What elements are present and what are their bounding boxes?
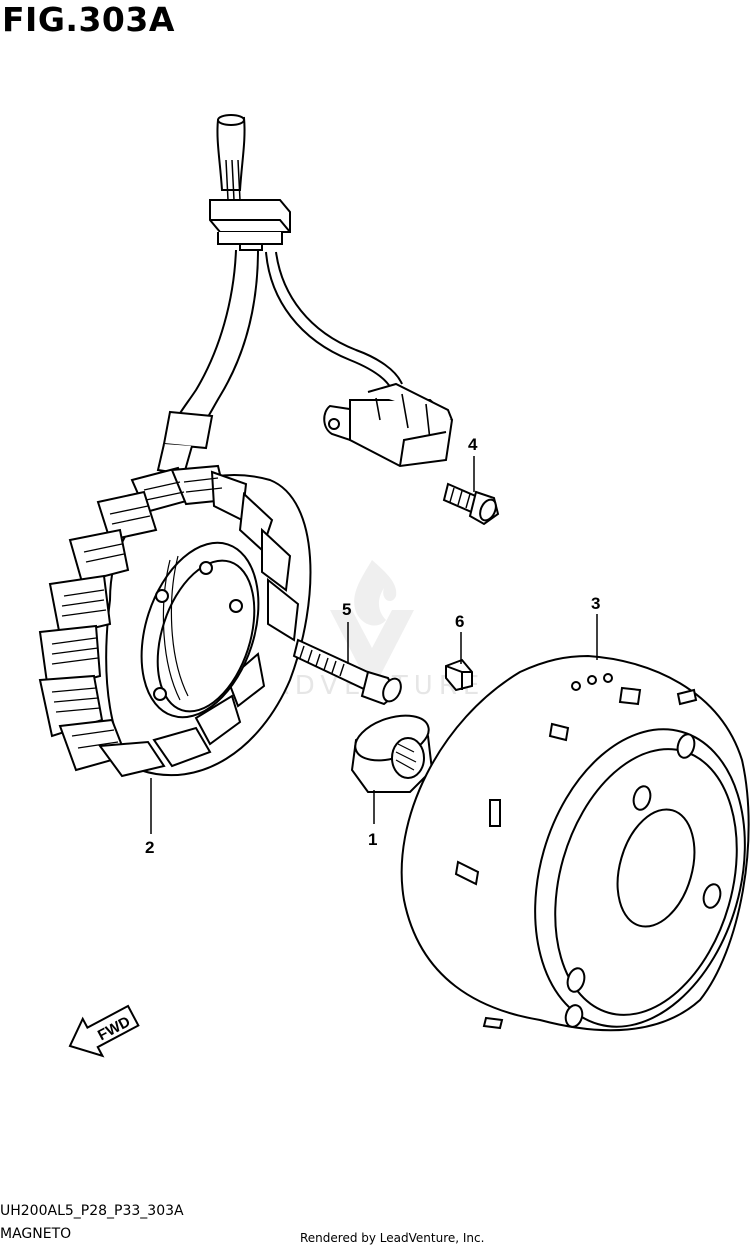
figure-code: UH200AL5_P28_P33_303A <box>0 1203 184 1219</box>
figure-name: MAGNETO <box>0 1226 72 1242</box>
stator <box>38 464 312 778</box>
pickup-sensor <box>323 382 454 468</box>
callout-2: 2 <box>145 838 154 857</box>
fwd-arrow-icon: FWD <box>68 1004 140 1058</box>
watermark-v-icon <box>330 610 414 676</box>
nut <box>350 714 434 793</box>
callout-6: 6 <box>455 612 464 631</box>
callout-3: 3 <box>591 594 600 613</box>
bolt <box>292 638 402 706</box>
screw <box>442 482 500 526</box>
render-credit: Rendered by LeadVenture, Inc. <box>300 1231 485 1245</box>
wire-harness <box>156 114 403 476</box>
callout-5: 5 <box>342 600 351 619</box>
figure-title: FIG.303A <box>2 0 175 39</box>
callout-1: 1 <box>368 830 377 849</box>
key <box>445 658 473 692</box>
stator-coils <box>38 464 300 778</box>
watermark-flame-icon <box>354 560 397 626</box>
callout-4: 4 <box>468 435 478 454</box>
coil-windings <box>51 477 223 749</box>
leader-lines <box>150 456 598 834</box>
rotor <box>400 654 750 1032</box>
